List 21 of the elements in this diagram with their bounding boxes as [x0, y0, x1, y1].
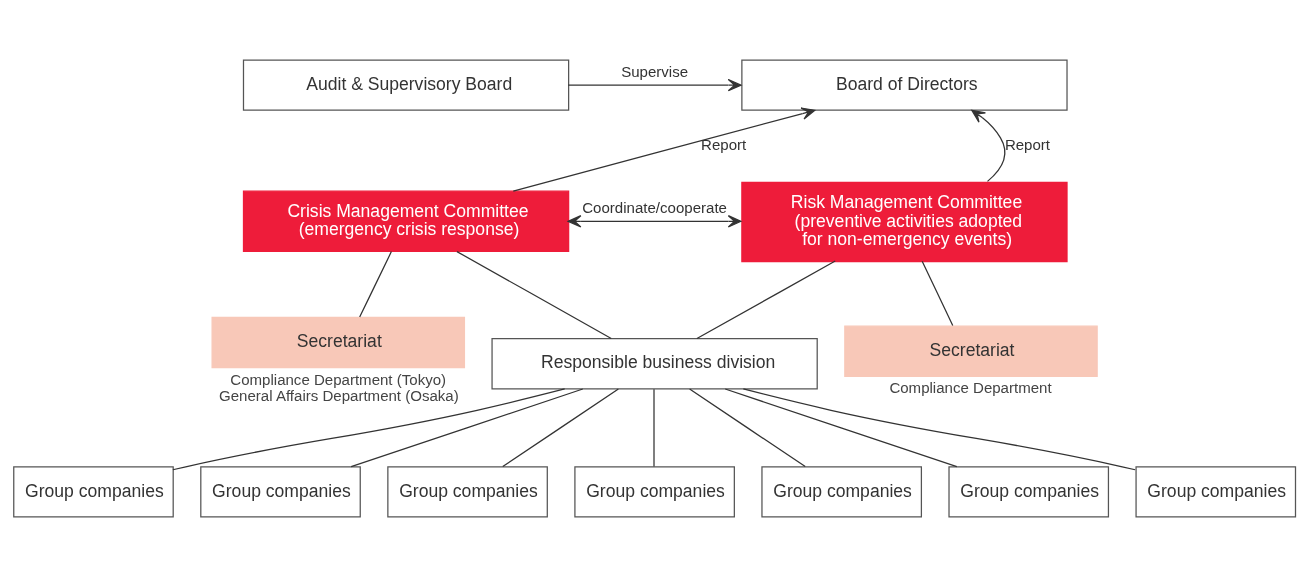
- edge-label: Report: [1004, 135, 1051, 153]
- connector: [350, 388, 584, 468]
- arrow: [567, 215, 742, 228]
- edge-label: Coordinate/cooperate: [582, 199, 727, 217]
- connector: [696, 260, 836, 340]
- node-label: Compliance Department (Tokyo): [230, 370, 447, 388]
- connector: [359, 250, 392, 318]
- connector: [742, 388, 1136, 471]
- connector: [502, 388, 619, 468]
- arrow: [567, 78, 742, 92]
- arrow: [971, 109, 1006, 182]
- edge-label: Report: [701, 135, 747, 153]
- arrow: [512, 107, 816, 192]
- connector: [689, 388, 806, 468]
- connector: [456, 250, 612, 340]
- node-label: Compliance Department: [889, 379, 1052, 397]
- connector: [172, 388, 566, 471]
- edge-label: Supervise: [621, 63, 689, 81]
- connector: [653, 388, 655, 468]
- connector: [724, 388, 958, 468]
- connector: [921, 260, 954, 327]
